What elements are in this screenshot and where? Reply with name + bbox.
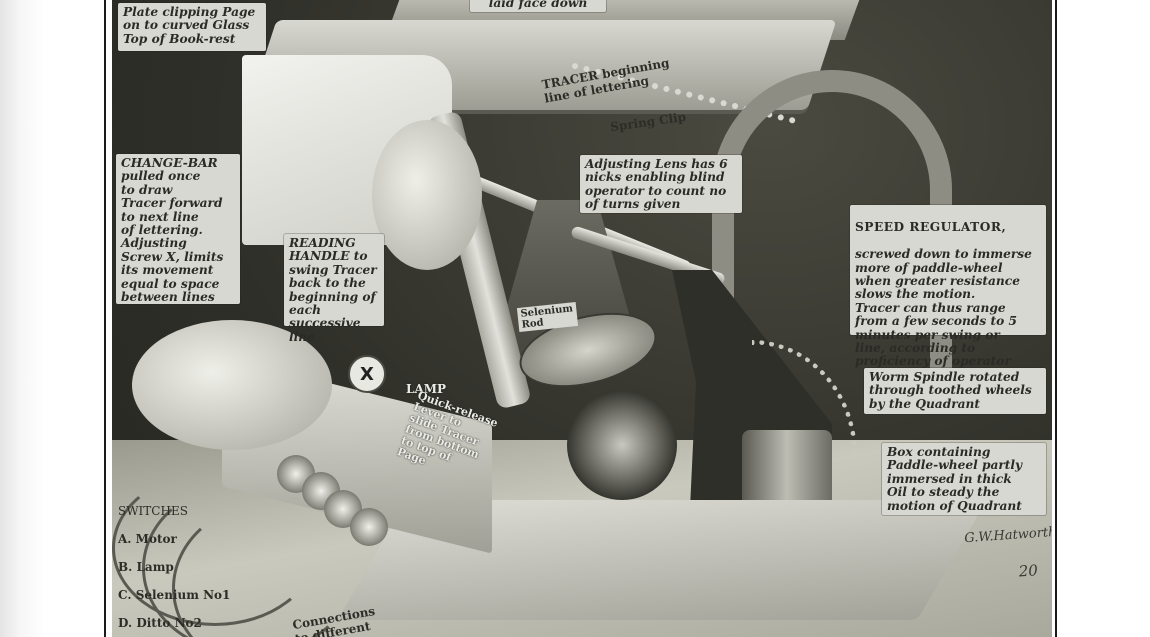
callout-plate-clipping: Plate clipping Page on to curved Glass T… <box>118 3 266 51</box>
switch-item-b: B. Lamp <box>118 560 174 574</box>
callout-adjusting-lens: Adjusting Lens has 6 nicks enabling blin… <box>580 155 742 213</box>
switch-item-d: D. Ditto No2 <box>118 616 202 630</box>
hand-upper <box>372 120 482 270</box>
optophone-illustration: X Plate clipping Page on to curved Glass… <box>112 0 1052 637</box>
label-lamp: LAMP <box>406 382 447 396</box>
callout-speed-regulator: SPEED REGULATOR, screwed down to immerse… <box>850 205 1046 368</box>
switch-item-c: C. Selenium No1 <box>118 588 231 602</box>
switches-legend: SWITCHES A. Motor B. Lamp C. Selenium No… <box>118 490 258 637</box>
switch-item-a: A. Motor <box>118 532 177 546</box>
speed-regulator-title: SPEED REGULATOR, <box>855 220 1007 235</box>
switches-title: SWITCHES <box>118 504 188 518</box>
motor <box>567 390 677 500</box>
callout-reading-handle: READING HANDLE to swing Tracer back to t… <box>284 234 384 344</box>
viewer-left-margin <box>0 0 104 637</box>
viewer-right-margin <box>1060 0 1150 637</box>
hand-lower <box>132 320 332 450</box>
callout-laid-face-down: laid face down <box>470 0 606 12</box>
cable-2 <box>142 480 358 637</box>
page-border <box>104 0 1057 637</box>
callout-change-bar: CHANGE-BAR pulled once to draw Tracer fo… <box>116 154 240 304</box>
cable-3 <box>172 500 378 637</box>
callout-oil-box: Box containing Paddle-wheel partly immer… <box>882 443 1046 515</box>
callout-worm-spindle: Worm Spindle rotated through toothed whe… <box>864 368 1046 414</box>
speed-regulator-body: screwed down to immerse more of paddle-w… <box>855 247 1032 369</box>
adjusting-screw-x: X <box>348 355 386 393</box>
